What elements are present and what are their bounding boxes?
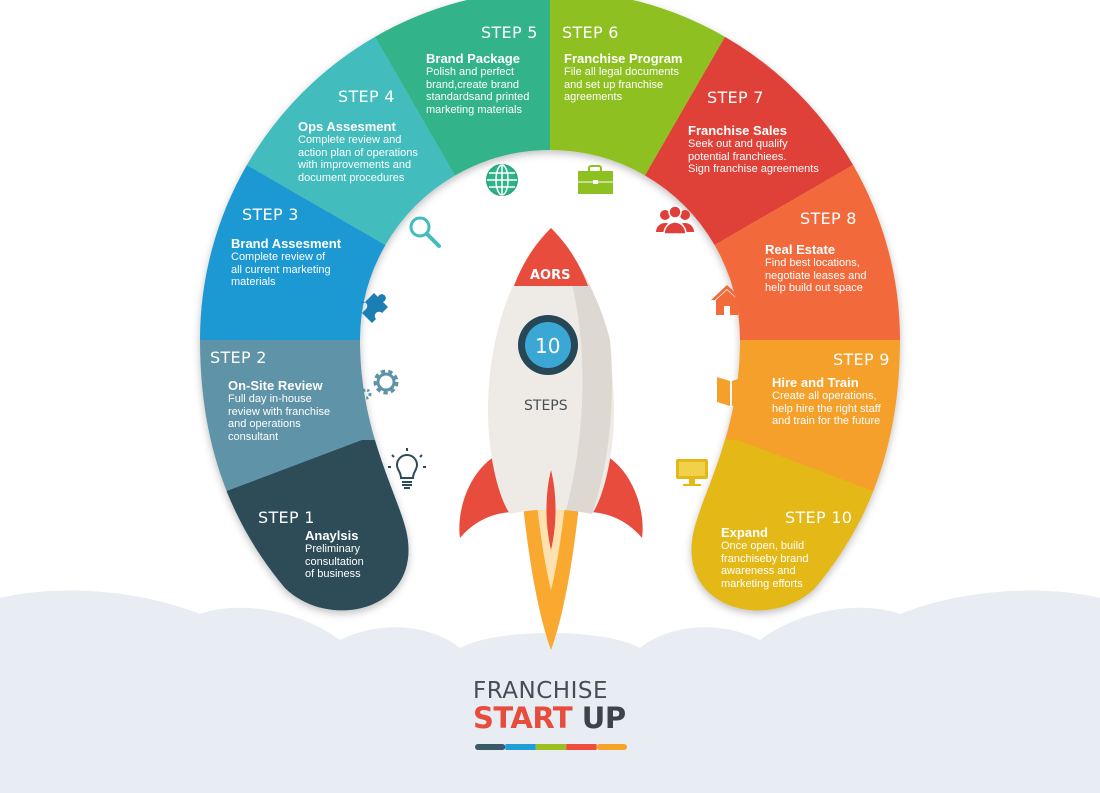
rocket bbox=[459, 228, 643, 650]
logo-start: START bbox=[473, 701, 573, 735]
step-label: STEP 4 bbox=[338, 87, 395, 106]
step-description: Full day in-house review with franchise … bbox=[228, 393, 331, 443]
logo-startup: START UP bbox=[473, 700, 626, 736]
step-title: Expand bbox=[721, 525, 768, 540]
step-label: STEP 2 bbox=[210, 348, 267, 367]
step-segment-4 bbox=[246, 36, 455, 245]
step-title: Real Estate bbox=[765, 242, 836, 257]
book-icon bbox=[717, 377, 745, 406]
step-title: Anaylsis bbox=[305, 528, 359, 543]
clouds bbox=[0, 590, 1100, 793]
logo-up: UP bbox=[581, 701, 626, 735]
step-description: Once open, build franchiseby brand aware… bbox=[721, 540, 809, 590]
house-icon bbox=[711, 285, 743, 315]
step-segment-8 bbox=[714, 165, 900, 340]
rocket-nose-label: AORS bbox=[530, 268, 571, 283]
step-title: Ops Assesment bbox=[298, 119, 396, 134]
step-title: Hire and Train bbox=[772, 375, 859, 390]
step-title: On-Site Review bbox=[228, 378, 323, 393]
step-label: STEP 6 bbox=[562, 23, 619, 42]
step-description: Seek out and qualify potential franchiee… bbox=[688, 138, 819, 176]
logo-bar-segment bbox=[596, 744, 627, 750]
logo-color-bar bbox=[475, 744, 627, 750]
step-label: STEP 10 bbox=[785, 508, 853, 527]
logo-bar-segment bbox=[566, 744, 597, 750]
step-segment-6 bbox=[550, 0, 725, 176]
puzzle-icon bbox=[360, 293, 388, 323]
step-description: Preliminary consultation of business bbox=[305, 543, 364, 581]
step-title: Brand Package bbox=[426, 51, 520, 66]
step-description: Create all operations, help hire the rig… bbox=[772, 390, 881, 428]
lightbulb-icon bbox=[388, 448, 426, 489]
rocket-badge-number: 10 bbox=[535, 334, 561, 358]
step-label: STEP 8 bbox=[800, 209, 857, 228]
step-title: Brand Assesment bbox=[231, 236, 342, 251]
step-label: STEP 9 bbox=[833, 350, 890, 369]
logo-bar-segment bbox=[505, 744, 536, 750]
step-description: Polish and perfect brand,create brand st… bbox=[426, 66, 530, 116]
step-description: Find best locations, negotiate leases an… bbox=[765, 257, 867, 295]
briefcase-icon bbox=[578, 165, 613, 194]
gears-icon bbox=[360, 369, 399, 400]
step-label: STEP 1 bbox=[258, 508, 315, 527]
logo-franchise: FRANCHISE bbox=[473, 678, 608, 704]
globe-icon bbox=[486, 164, 518, 196]
logo-bar-segment bbox=[475, 744, 506, 750]
step-label: STEP 7 bbox=[707, 88, 764, 107]
rocket-badge-caption: STEPS bbox=[524, 398, 568, 414]
step-description: File all legal documents and set up fran… bbox=[564, 66, 679, 104]
step-description: Complete review and action plan of opera… bbox=[298, 134, 418, 184]
step-label: STEP 5 bbox=[481, 23, 538, 42]
people-icon bbox=[656, 205, 694, 235]
step-title: Franchise Program bbox=[564, 51, 683, 66]
step-segment-5 bbox=[375, 0, 550, 176]
rocket-nose bbox=[514, 228, 588, 286]
step-segment-3 bbox=[200, 165, 386, 340]
step-description: Complete review of all current marketing… bbox=[231, 251, 331, 289]
step-title: Franchise Sales bbox=[688, 123, 787, 138]
logo-bar-segment bbox=[535, 744, 567, 750]
step-label: STEP 3 bbox=[242, 205, 299, 224]
monitor-icon bbox=[676, 459, 708, 486]
step-segment-7 bbox=[645, 36, 854, 245]
magnifier-icon bbox=[409, 216, 441, 248]
